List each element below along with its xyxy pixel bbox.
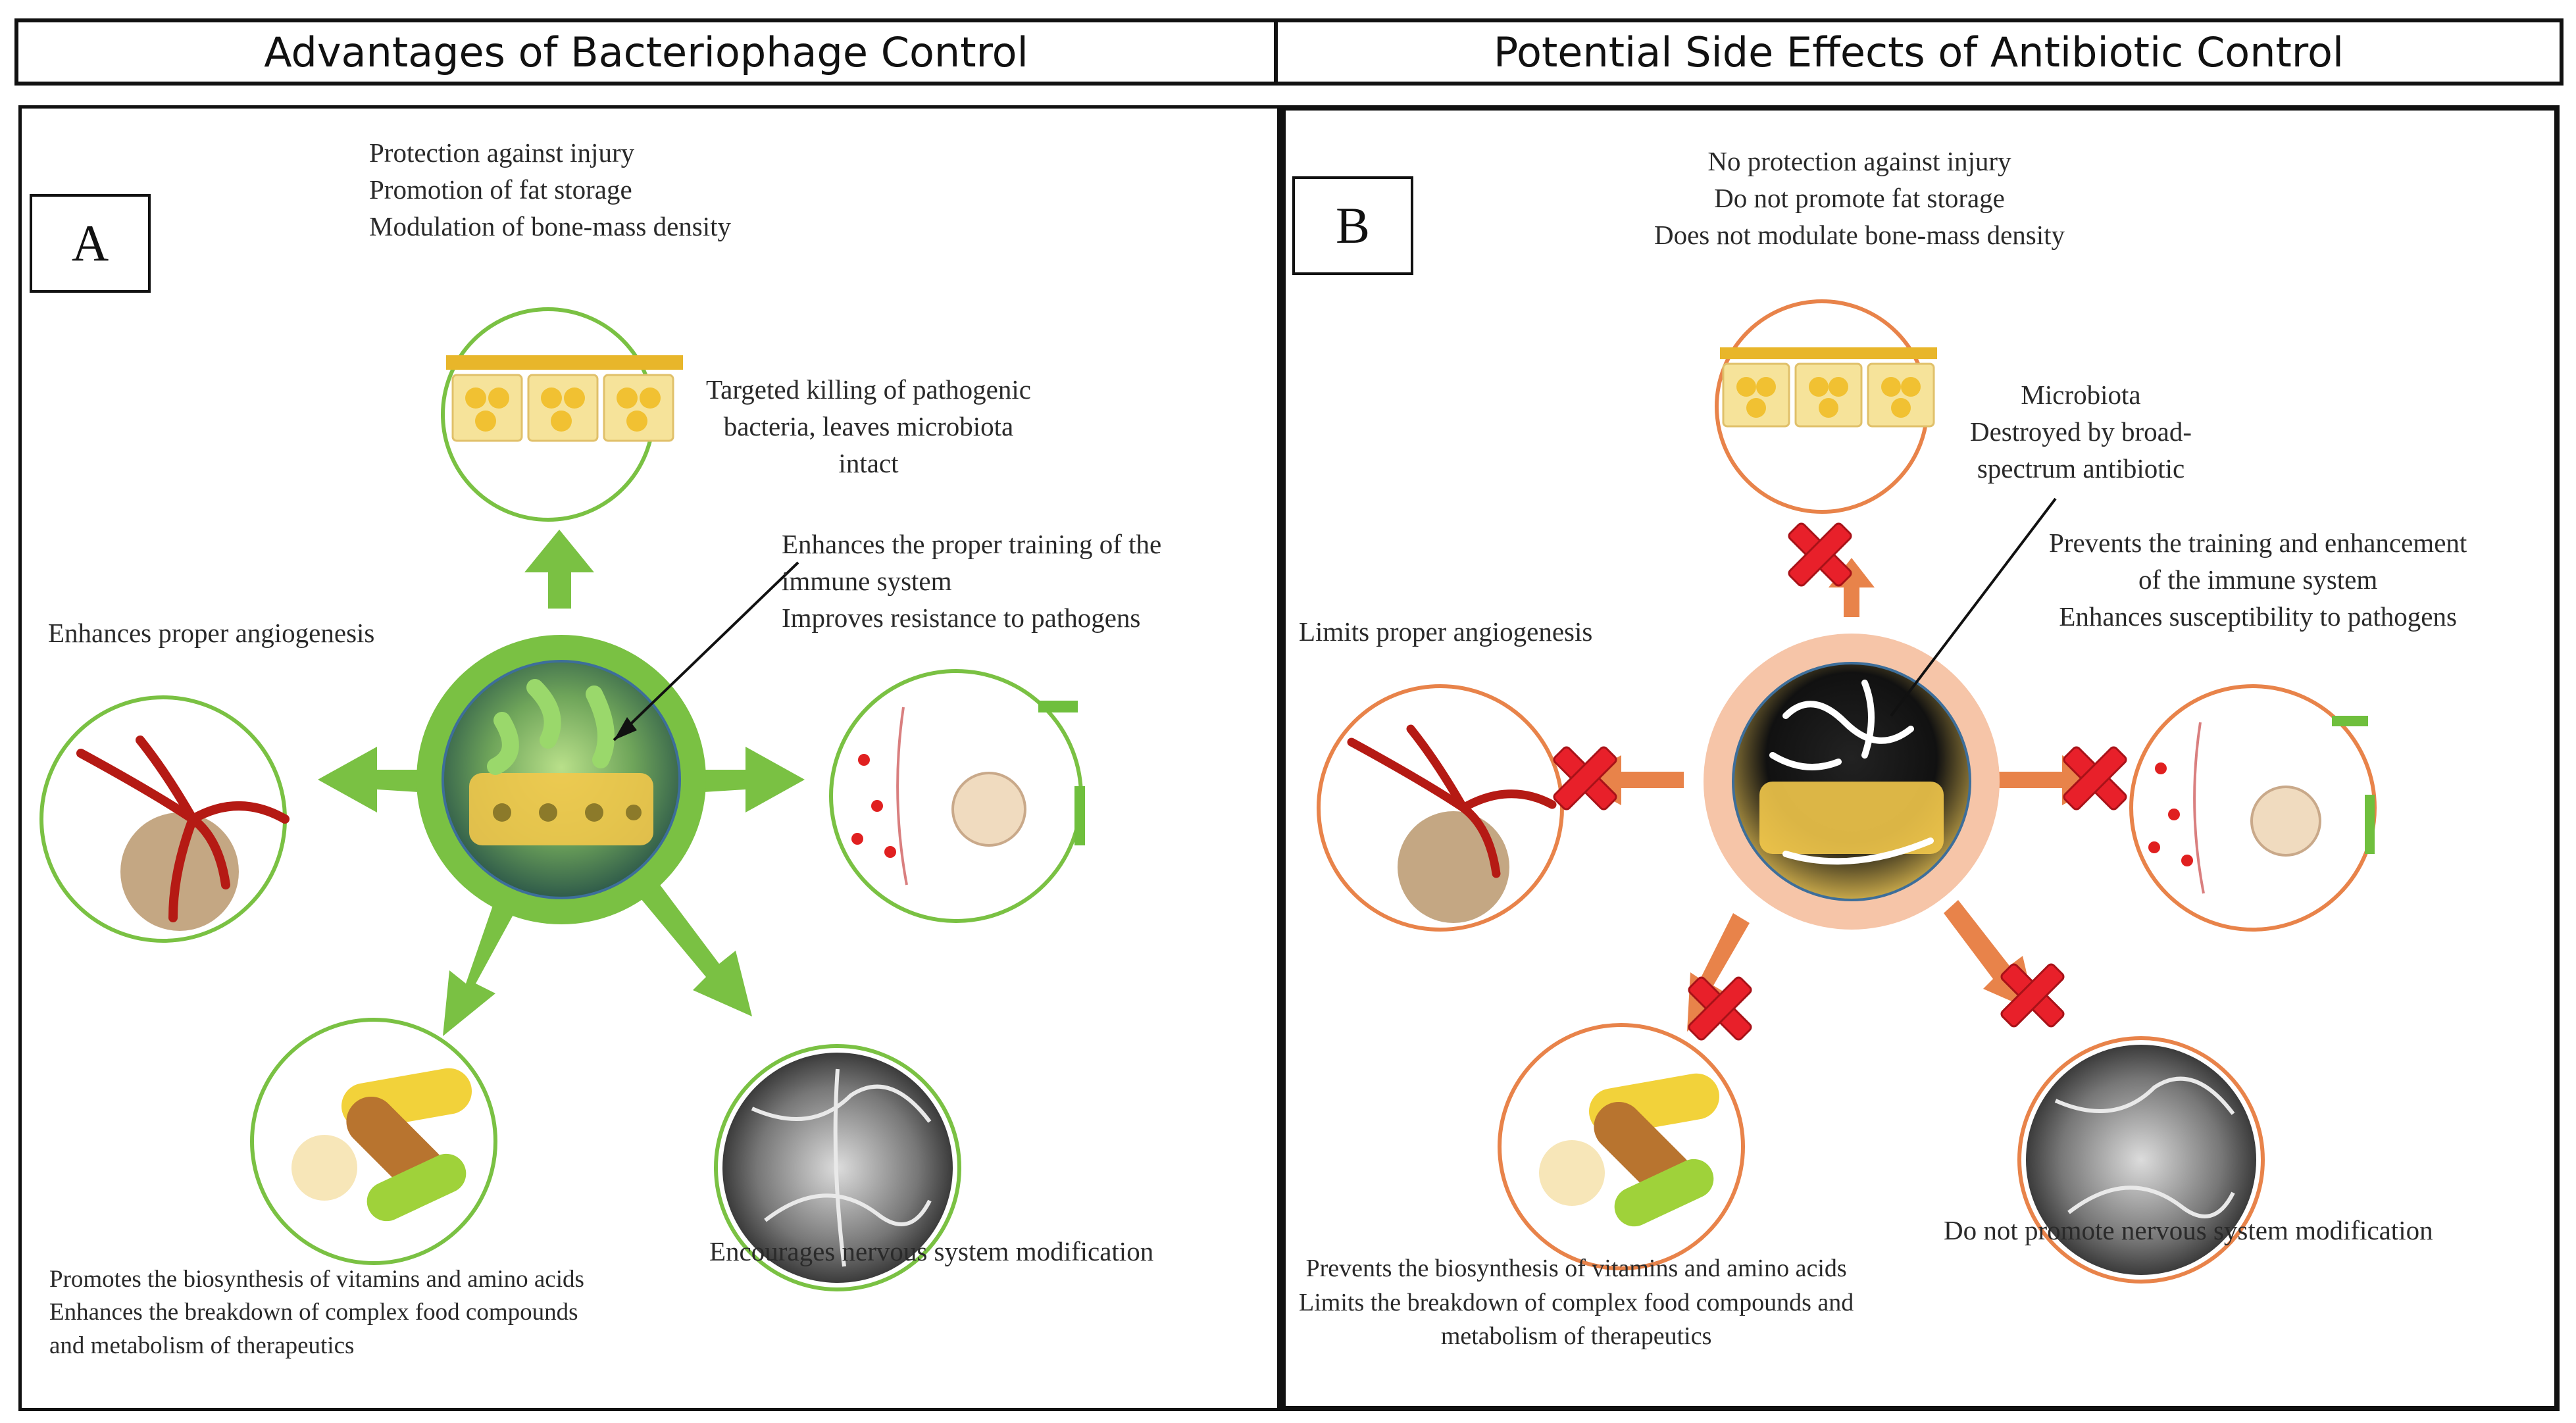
panel-b-right-label: Prevents the training and enhancement of… [2049,528,2467,632]
panel-b: B [1280,105,2560,1411]
fat-storage-circle-b [1715,299,1937,514]
panel-b-bottom-left-label: Prevents the biosynthesis of vitamins an… [1299,1255,1854,1351]
panel-b-letter: B [1292,176,1413,275]
panel-b-diagram [1317,299,2377,1284]
angiogenesis-circle-b [1317,684,1564,932]
panel-a-left-label: Enhances proper angiogenesis [48,618,375,648]
panel-b-bottom-right-label: Do not promote nervous system modificati… [1944,1215,2433,1245]
center-destroyed-circle [1704,634,2000,930]
immune-circle-b [2129,684,2377,932]
panel-a-bottom-left-label: Promotes the biosynthesis of vitamins an… [49,1266,584,1359]
header-advantages: Advantages of Bacteriophage Control [14,18,1278,86]
panel-a-right-label: Enhances the proper training of the immu… [782,529,1162,633]
panel-a-diagram [39,307,1085,1291]
panel-a-bottom-right-label: Encourages nervous system modification [709,1236,1154,1266]
vitamins-circle-b [1498,1023,1745,1270]
panel-b-top-label: No protection against injury Do not prom… [1654,146,2065,250]
nervous-system-circle-b [2017,1036,2265,1284]
nervous-system-circle [714,1044,961,1291]
angiogenesis-circle [39,695,290,943]
panel-a: A [18,105,1280,1411]
header-side-effects: Potential Side Effects of Antibiotic Con… [1274,18,2563,86]
panel-b-left-label: Limits proper angiogenesis [1299,616,1593,647]
panel-a-letter: A [30,194,151,293]
pointer-line-a [613,561,799,741]
arrows-green [318,530,805,1036]
vitamins-circle [250,1018,497,1265]
cross-marks [1553,522,2127,1041]
panel-a-center-label: Targeted killing of pathogenic bacteria,… [706,374,1031,478]
panel-a-top-label: Protection against injury Promotion of f… [369,137,732,241]
center-microbiota-circle [417,635,706,924]
pointer-line-b [1890,497,2057,717]
panel-b-center-label: Microbiota Destroyed by broad- spectrum … [1963,377,2199,487]
immune-circle [829,669,1085,923]
fat-storage-circle [441,307,683,522]
